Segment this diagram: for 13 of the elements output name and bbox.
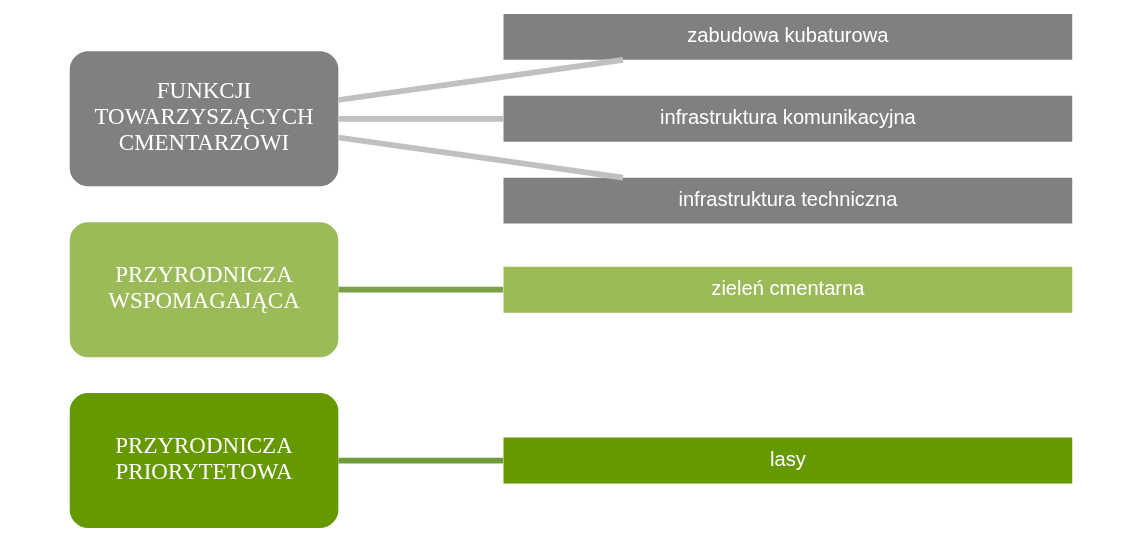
node-box: zieleń cmentarna: [503, 266, 1072, 313]
node-box: PRZYRODNICZA WSPOMAGAJĄCA: [69, 222, 338, 358]
node-box: infrastruktura techniczna: [503, 177, 1072, 224]
node-box: FUNKCJI TOWARZYSZĄCYCH CMENTARZOWI: [69, 51, 338, 187]
node-box: zabudowa kubaturowa: [503, 13, 1072, 60]
connector: [337, 457, 503, 464]
connector: [337, 115, 503, 122]
connector: [337, 57, 623, 103]
connector: [337, 134, 623, 181]
node-box: lasy: [503, 437, 1072, 484]
connector: [337, 286, 503, 293]
node-box: infrastruktura komunikacyjna: [503, 95, 1072, 142]
node-box: PRZYRODNICZA PRIORYTETOWA: [69, 393, 338, 529]
